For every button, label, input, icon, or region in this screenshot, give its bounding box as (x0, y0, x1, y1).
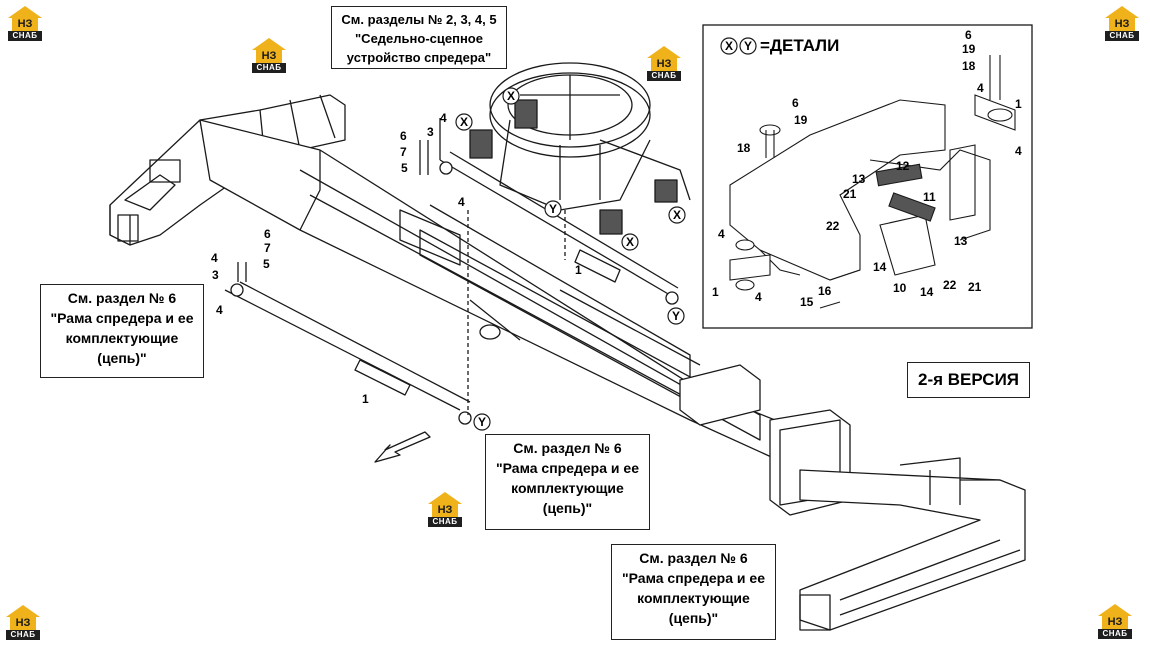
marker-x (621, 233, 639, 251)
svg-text:Y: Y (744, 39, 752, 53)
part-label: 1 (362, 392, 369, 406)
part-label: 5 (401, 161, 408, 175)
part-label: 6 (264, 227, 271, 241)
svg-text:Y: Y (478, 415, 486, 429)
svg-text:Y: Y (672, 309, 680, 323)
detail-part-label: 4 (755, 290, 762, 304)
callout-line: "Рама спредера и ее (622, 570, 765, 586)
detail-title: =ДЕТАЛИ (760, 36, 839, 56)
detail-part-label: 1 (1015, 97, 1022, 111)
svg-text:X: X (673, 208, 681, 222)
detail-part-label: 22 (943, 278, 957, 292)
svg-text:X: X (460, 115, 468, 129)
marker-x (502, 87, 520, 105)
version-label-text: 2-я ВЕРСИЯ (918, 370, 1020, 389)
part-label: 1 (575, 263, 582, 277)
version-label: 2-я ВЕРСИЯ (907, 362, 1031, 398)
callout-line: См. раздел № 6 (67, 290, 177, 306)
svg-text:X: X (626, 235, 634, 249)
detail-part-label: 14 (920, 285, 934, 299)
detail-part-label: 21 (843, 187, 857, 201)
callout-line: "Рама спредера и ее (50, 310, 194, 326)
callout-line: устройство спредера" (346, 50, 492, 65)
cylinder-left (224, 281, 471, 411)
cylinder-right (439, 151, 679, 296)
detail-part-label: 12 (896, 159, 910, 173)
detail-part-label: 19 (962, 42, 976, 56)
callout-line: (цепь)" (668, 610, 719, 626)
callout-line: комплектующие (637, 590, 750, 606)
detail-part-label: 19 (794, 113, 808, 127)
svg-text:Y: Y (549, 202, 557, 216)
callout-frame-left: См. раздел № 6 "Рама спредера и ее компл… (40, 284, 204, 378)
detail-part-label: 11 (923, 190, 936, 204)
part-label: 4 (211, 251, 218, 265)
callout-line: См. раздел № 6 (639, 550, 748, 566)
detail-part-label: 1 (712, 285, 719, 299)
part-label: 4 (440, 111, 447, 125)
part-label: 7 (264, 241, 271, 255)
part-label: 5 (263, 257, 270, 271)
detail-part-label: 21 (968, 280, 982, 294)
detail-part-label: 6 (792, 96, 799, 110)
detail-part-label: 4 (718, 227, 725, 241)
marker-x (668, 206, 686, 224)
detail-part-label: 4 (1015, 144, 1022, 158)
part-label: 6 (400, 129, 407, 143)
callout-line: (цепь)" (542, 500, 593, 516)
detail-part-label: 10 (893, 281, 907, 295)
callout-line: комплектующие (65, 330, 179, 346)
center-cross-box (679, 364, 761, 426)
callout-frame-bottom: См. раздел № 6 "Рама спредера и ее компл… (611, 544, 776, 640)
marker-x (720, 37, 738, 55)
right-end-beam (799, 469, 1026, 631)
callout-line: "Рама спредера и ее (496, 460, 639, 476)
part-label: 4 (216, 303, 223, 317)
marker-y (667, 307, 685, 325)
detail-part-label: 18 (737, 141, 751, 155)
callout-line: См. раздел № 6 (513, 440, 622, 456)
detail-part-label: 6 (965, 28, 972, 42)
direction-arrow (374, 431, 431, 463)
callout-line: "Седельно-сцепное (355, 31, 483, 46)
svg-text:X: X (507, 89, 515, 103)
marker-x (455, 113, 473, 131)
detail-part-label: 4 (977, 81, 984, 95)
marker-y (739, 37, 757, 55)
callout-frame-center: См. раздел № 6 "Рама спредера и ее компл… (485, 434, 650, 530)
detail-part-label: 14 (873, 260, 887, 274)
detail-part-label: 18 (962, 59, 976, 73)
part-label: 4 (458, 195, 465, 209)
detail-part-label: 16 (818, 284, 832, 298)
marker-y (544, 200, 562, 218)
part-label: 7 (400, 145, 407, 159)
part-label: 3 (427, 125, 434, 139)
detail-part-label: 13 (954, 234, 968, 248)
detail-part-label: 15 (800, 295, 814, 309)
detail-title-text: =ДЕТАЛИ (760, 36, 840, 55)
detail-part-label: 13 (852, 172, 866, 186)
callout-line: (цепь)" (97, 350, 147, 366)
marker-y (473, 413, 491, 431)
detail-part-label: 22 (826, 219, 840, 233)
callout-line: комплектующие (511, 480, 624, 496)
svg-text:X: X (725, 39, 733, 53)
part-label: 3 (212, 268, 219, 282)
callout-seats: См. разделы № 2, 3, 4, 5 "Седельно-сцепн… (331, 6, 507, 69)
callout-line: См. разделы № 2, 3, 4, 5 (341, 12, 497, 27)
